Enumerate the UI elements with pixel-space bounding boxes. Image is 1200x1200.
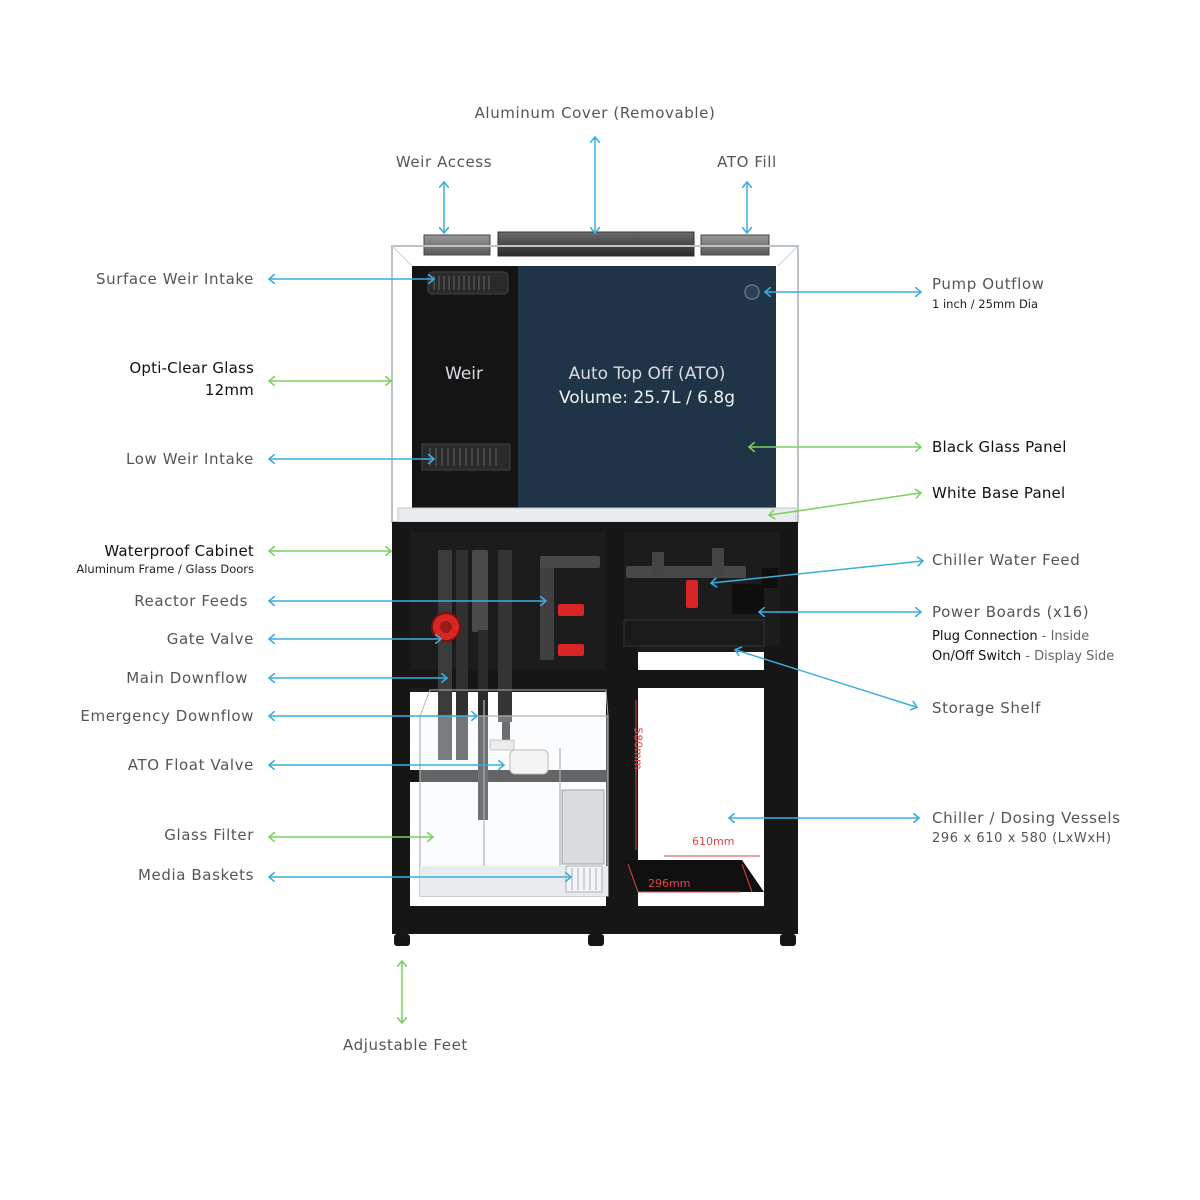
label-aluminum-cover: Aluminum Cover (Removable) <box>474 104 716 122</box>
reactor-feed-valve[interactable] <box>558 644 584 656</box>
aluminum-cover[interactable] <box>497 231 695 257</box>
arrow-white-base-panel <box>770 493 920 515</box>
surface-weir-intake <box>427 271 509 295</box>
label-chiller-dosing-sub: 296 x 610 x 580 (LxWxH) <box>932 831 1112 846</box>
label-waterproof-cabinet: Waterproof Cabinet <box>104 542 254 560</box>
arrow-chiller-water-feed <box>712 561 922 583</box>
callout-arrows <box>270 138 922 1022</box>
dimension-height: 580mm <box>631 727 645 770</box>
label-onoff-switch: On/Off Switch - Display Side <box>932 649 1114 664</box>
dimension-depth: 296mm <box>648 877 691 890</box>
label-plug-connection: Plug Connection - Inside <box>932 629 1089 644</box>
label-chiller-water-feed: Chiller Water Feed <box>932 551 1081 569</box>
tank-ato-title: Auto Top Off (ATO) <box>568 364 726 384</box>
label-emergency-downflow: Emergency Downflow <box>80 707 254 725</box>
label-power-boards: Power Boards (x16) <box>932 603 1090 621</box>
adjustable-foot <box>394 934 410 946</box>
label-opti-clear-glass: Opti-Clear Glass <box>129 359 254 377</box>
label-adjustable-feet: Adjustable Feet <box>343 1036 468 1054</box>
label-chiller-dosing: Chiller / Dosing Vessels <box>932 809 1121 827</box>
ato-compartment <box>518 266 776 512</box>
white-base-panel <box>397 507 797 523</box>
top-lids <box>423 231 770 257</box>
label-ato-float-valve: ATO Float Valve <box>127 756 254 774</box>
label-black-glass-panel: Black Glass Panel <box>932 438 1067 456</box>
dimension-width: 610mm <box>692 835 735 848</box>
arrow-storage-shelf <box>736 650 916 707</box>
emergency-downflow-pipe <box>478 630 488 820</box>
tank-ato-volume: Volume: 25.7L / 6.8g <box>558 388 736 408</box>
label-storage-shelf: Storage Shelf <box>932 699 1041 717</box>
adjustable-foot <box>780 934 796 946</box>
pump-outflow-nozzle <box>744 284 760 300</box>
adjustable-foot <box>588 934 604 946</box>
label-waterproof-cabinet-sub: Aluminum Frame / Glass Doors <box>76 562 254 576</box>
label-white-base-panel: White Base Panel <box>932 484 1066 502</box>
label-pump-outflow-sub: 1 inch / 25mm Dia <box>932 297 1039 311</box>
ato-float-valve[interactable] <box>509 749 549 775</box>
sump <box>419 689 609 897</box>
display-tank <box>391 245 799 523</box>
chiller-water-feed-valve[interactable] <box>686 580 698 608</box>
plug-connection-value: - Inside <box>1037 629 1090 644</box>
power-boards <box>732 584 764 614</box>
label-low-weir-intake: Low Weir Intake <box>126 450 254 468</box>
low-weir-intake <box>421 443 511 471</box>
label-media-baskets: Media Baskets <box>138 866 254 884</box>
label-glass-filter: Glass Filter <box>164 826 254 844</box>
label-surface-weir-intake: Surface Weir Intake <box>96 270 254 288</box>
label-gate-valve: Gate Valve <box>166 630 254 648</box>
dimension-lines <box>627 700 760 893</box>
label-reactor-feeds: Reactor Feeds <box>134 592 248 610</box>
label-weir-access: Weir Access <box>395 153 493 171</box>
onoff-switch-key: On/Off Switch <box>932 649 1022 664</box>
plug-connection-key: Plug Connection <box>932 629 1038 644</box>
storage-shelf <box>623 619 765 647</box>
reactor-feed-valve[interactable] <box>558 604 584 616</box>
label-opti-clear-glass-thickness: 12mm <box>204 381 254 399</box>
label-ato-fill: ATO Fill <box>717 153 777 171</box>
onoff-switch-value: - Display Side <box>1021 649 1115 664</box>
label-pump-outflow: Pump Outflow <box>932 275 1045 293</box>
tank-weir-label: Weir <box>445 364 483 384</box>
label-main-downflow: Main Downflow <box>126 669 248 687</box>
